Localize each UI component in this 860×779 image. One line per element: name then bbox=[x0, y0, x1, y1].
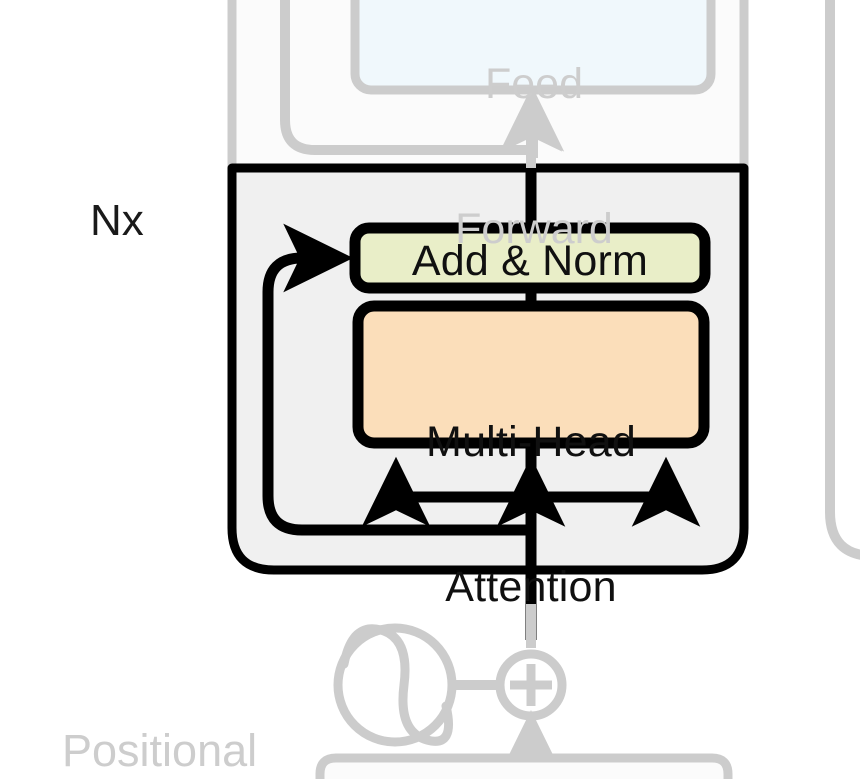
attention-qkv-bus bbox=[361, 456, 531, 527]
decoder-block-outline bbox=[825, 0, 860, 560]
encoder-panel-outline-faded bbox=[227, 0, 749, 172]
add-norm-box[interactable] bbox=[349, 222, 711, 294]
feed-forward-box bbox=[350, 0, 716, 95]
input-embedding-top-edge bbox=[315, 753, 733, 779]
plus-glyph bbox=[510, 664, 552, 706]
attention-residual-path bbox=[262, 223, 531, 536]
sine-wave-circle-icon bbox=[333, 623, 457, 747]
attention-qkv-bus-right bbox=[531, 456, 701, 527]
multi-head-attention-box[interactable] bbox=[352, 300, 710, 449]
feed-forward-residual-path bbox=[280, 0, 533, 155]
sine-wave-glyph bbox=[339, 624, 454, 746]
